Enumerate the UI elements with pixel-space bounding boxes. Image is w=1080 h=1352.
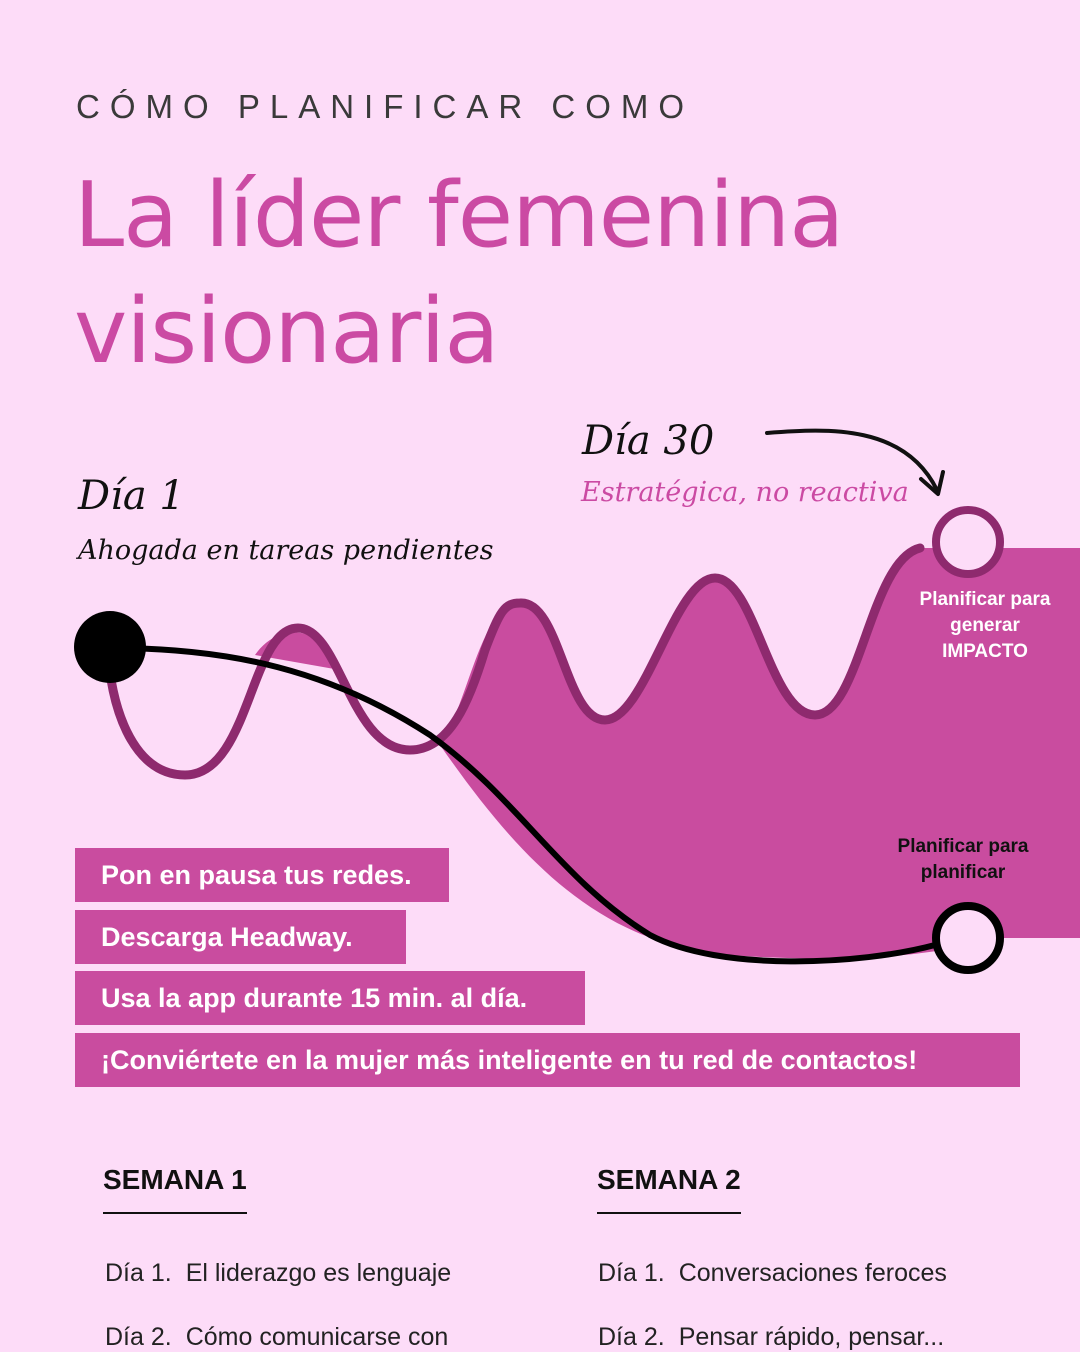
title-line-1: La líder femenina	[74, 163, 844, 268]
end-circle-top	[932, 506, 1004, 578]
step-3: Usa la app durante 15 min. al día.	[75, 971, 585, 1025]
day1-title: Día 1	[78, 473, 185, 519]
week-1-heading: SEMANA 1	[103, 1164, 247, 1214]
week-1: SEMANA 1	[103, 1164, 247, 1214]
week-1-item-1: Día 1. El liderazgo es lenguaje	[105, 1259, 451, 1288]
week-1-item-2: Día 2. Cómo comunicarse con	[105, 1323, 448, 1352]
week-1-item-2-text: Cómo comunicarse con	[185, 1323, 449, 1351]
end-circle-bottom	[932, 902, 1004, 974]
step-4: ¡Conviértete en la mujer más inteligente…	[75, 1033, 1020, 1087]
progress-area	[440, 548, 1080, 959]
week-2-item-1: Día 1. Conversaciones feroces	[598, 1259, 947, 1288]
day30-subtitle: Estratégica, no reactiva	[581, 477, 909, 508]
title-line-2: visionaria	[74, 279, 500, 384]
week-2-item-2-text: Pensar rápido, pensar...	[678, 1323, 945, 1351]
week-2-heading: SEMANA 2	[597, 1164, 741, 1214]
arrow-line	[765, 428, 939, 492]
decline-line	[107, 645, 938, 965]
week-1-item-1-text: El liderazgo es lenguaje	[185, 1259, 452, 1287]
week-2-item-1-num: Día 1.	[598, 1259, 665, 1287]
week-1-item-2-num: Día 2.	[105, 1323, 172, 1351]
step-2: Descarga Headway.	[75, 910, 406, 964]
note-plan-line-1: Planificar para	[897, 836, 1029, 857]
day1-subtitle: Ahogada en tareas pendientes	[78, 535, 494, 566]
week-2-item-1-text: Conversaciones feroces	[678, 1259, 947, 1287]
step-1: Pon en pausa tus redes.	[75, 848, 449, 902]
note-plan: Planificar para planificar	[873, 834, 1053, 886]
day30-title: Día 30	[582, 418, 715, 464]
note-impact-line-3: IMPACTO	[942, 641, 1028, 662]
note-impact-line-2: generar	[950, 615, 1020, 636]
arrow-head	[919, 470, 945, 496]
week-2: SEMANA 2	[597, 1164, 741, 1214]
week-2-item-2: Día 2. Pensar rápido, pensar...	[598, 1323, 944, 1352]
week-2-item-2-num: Día 2.	[598, 1323, 665, 1351]
note-impact: Planificar para generar IMPACTO	[895, 587, 1075, 665]
note-plan-line-2: planificar	[920, 862, 1006, 883]
note-impact-line-1: Planificar para	[919, 589, 1051, 610]
start-dot	[74, 611, 146, 683]
wave-line	[103, 543, 925, 780]
page-title: La líder femenina visionaria	[74, 158, 974, 390]
week-1-item-1-num: Día 1.	[105, 1259, 172, 1287]
kicker-text: CÓMO PLANIFICAR COMO	[76, 88, 695, 125]
